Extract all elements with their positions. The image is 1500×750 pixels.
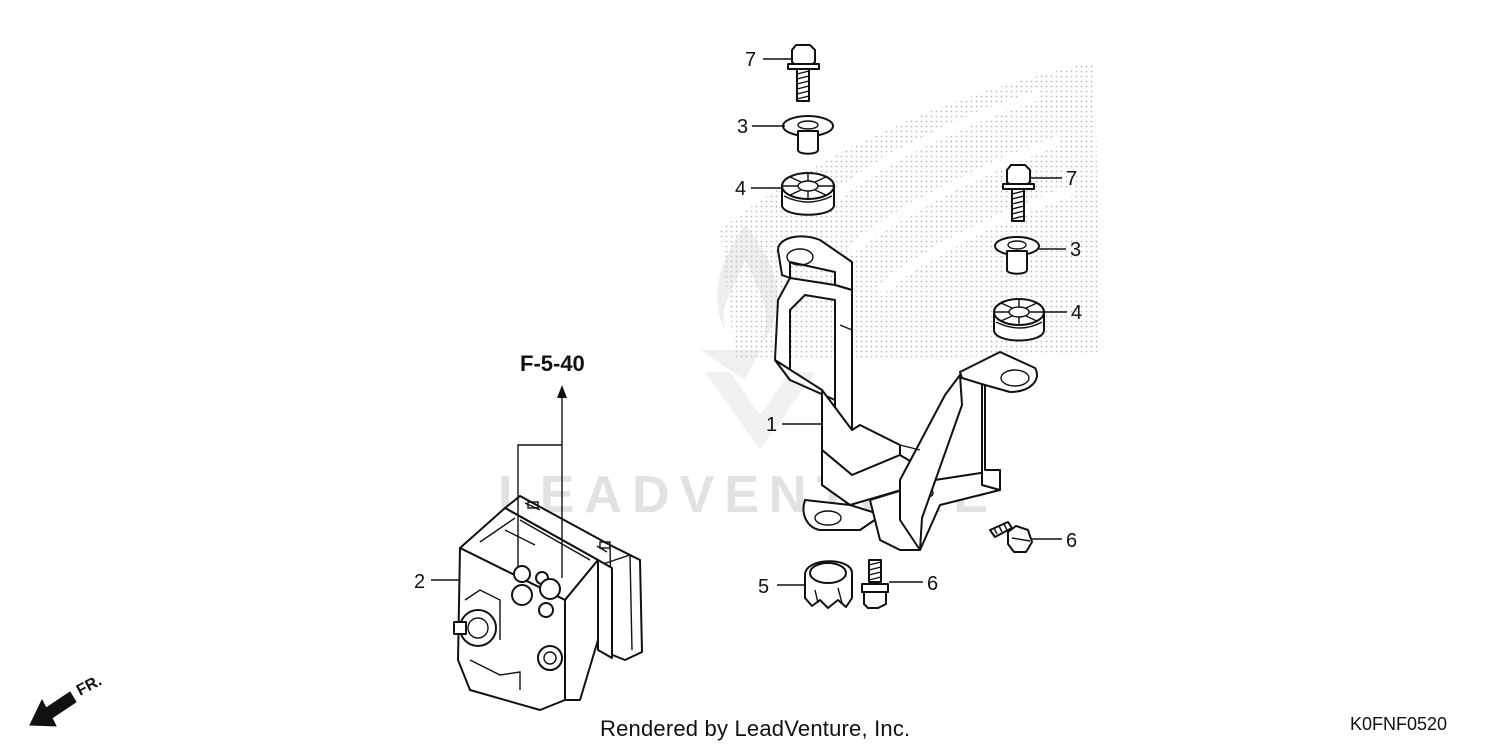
callout-5[interactable]: 5: [758, 576, 769, 598]
credit-text: Rendered by LeadVenture, Inc.: [600, 716, 911, 741]
rubber-mount-part-4-left[interactable]: [781, 172, 835, 216]
callout-3-left[interactable]: 3: [737, 116, 748, 138]
diagram-code: K0FNF0520: [1350, 714, 1448, 734]
callout-7-left[interactable]: 7: [745, 49, 756, 71]
callout-4-right[interactable]: 4: [1071, 302, 1082, 324]
callout-1[interactable]: 1: [766, 414, 777, 436]
callout-4-left[interactable]: 4: [735, 178, 746, 200]
clip-part-5[interactable]: [804, 560, 853, 609]
callout-7-right[interactable]: 7: [1066, 168, 1077, 190]
callout-2[interactable]: 2: [414, 571, 425, 593]
reference-leader-lines: [517, 385, 567, 578]
collar-part-3-right[interactable]: [994, 236, 1040, 275]
leadventure-emblem-watermark: [700, 225, 815, 450]
bolt-part-7-right[interactable]: [1002, 164, 1035, 222]
reference-label[interactable]: F-5-40: [520, 351, 585, 376]
rubber-mount-part-4-right[interactable]: [993, 298, 1045, 342]
bracket-part-1[interactable]: [774, 235, 1038, 551]
abs-modulator-part-2[interactable]: [453, 495, 643, 711]
callout-leaders: [431, 58, 1067, 586]
callout-6-right[interactable]: 6: [1066, 530, 1077, 552]
callout-3-right[interactable]: 3: [1070, 239, 1081, 261]
front-direction-label: FR.: [74, 672, 105, 699]
front-direction-arrow: [29, 691, 77, 727]
bolt-part-7-left[interactable]: [787, 44, 820, 102]
bolt-part-6-right[interactable]: [989, 521, 1033, 553]
bolt-part-6-bottom[interactable]: [861, 559, 889, 609]
callout-6-bottom[interactable]: 6: [927, 573, 938, 595]
collar-part-3-left[interactable]: [782, 115, 834, 155]
